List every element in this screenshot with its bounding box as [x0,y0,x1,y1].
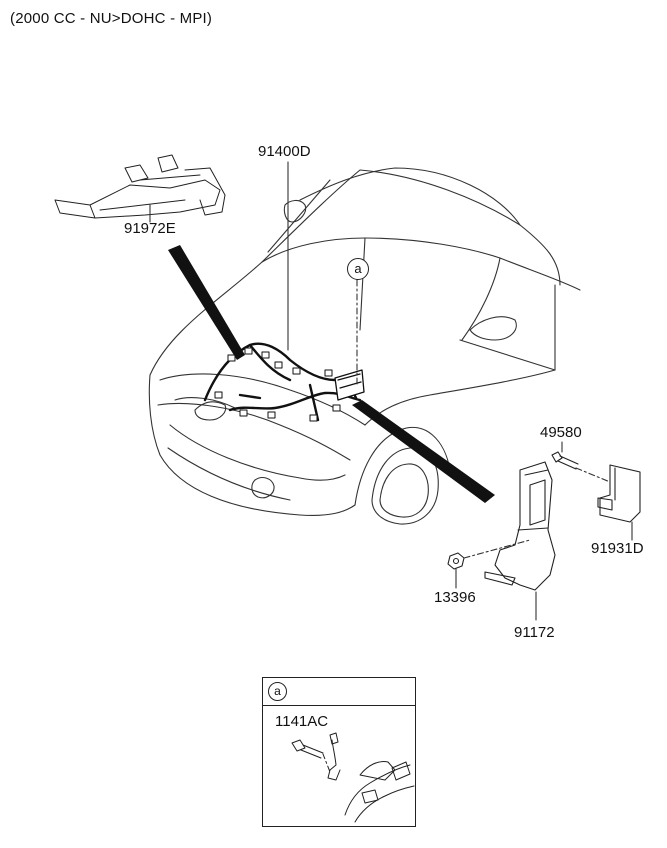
part-label-13396: 13396 [434,589,476,606]
assembly-line-nut [463,539,531,559]
part-label-91172: 91172 [514,624,555,641]
car-body [148,167,581,525]
bracket-91172-drawing [484,461,556,591]
bracket-91931D-drawing [597,464,641,523]
inset-marker-a: a [268,682,287,701]
inset-panel: a 1141AC [262,677,416,827]
callout-marker-a: a [347,258,369,280]
fuse-box [334,369,365,401]
nut-13396-drawing [447,552,465,570]
inset-header: a [263,678,415,706]
part-label-91931D: 91931D [591,540,644,557]
diagram-caption: (2000 CC - NU>DOHC - MPI) [10,10,213,27]
leader-stripe-left [168,245,245,360]
assembly-line-bolt [575,467,611,483]
duct-91972E-drawing [54,154,226,219]
part-label-1141AC: 1141AC [275,713,329,730]
inset-drawing [291,732,415,823]
part-label-91972E: 91972E [124,220,176,237]
harness-connectors [214,347,341,422]
part-label-49580: 49580 [540,424,582,441]
leader-stripe-right [352,400,495,503]
part-label-91400D: 91400D [258,143,311,160]
bolt-49580-drawing [551,451,579,470]
